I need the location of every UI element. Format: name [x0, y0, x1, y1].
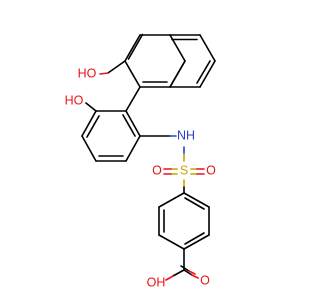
biaryl-bond	[125, 86, 141, 112]
bond	[165, 275, 174, 281]
bond-double-inner	[127, 33, 144, 60]
bond-shared	[169, 60, 186, 88]
bond-double-inner	[122, 114, 136, 137]
bond	[183, 234, 210, 250]
bond	[124, 34, 141, 62]
atom-label-oxygen-left: O	[152, 163, 162, 177]
bond-double-inner	[184, 197, 205, 210]
bond	[180, 265, 190, 272]
bond	[85, 102, 97, 112]
bond	[125, 110, 141, 137]
bond	[81, 135, 97, 162]
atom-label-nh: NH	[177, 128, 195, 142]
atom-label-oxygen-right: O	[206, 163, 216, 177]
bond	[158, 234, 185, 250]
bond	[191, 274, 199, 279]
bond	[188, 270, 196, 275]
atom-label-sulfur: S	[180, 163, 188, 177]
bond-double-inner	[196, 60, 211, 84]
bond	[172, 269, 185, 277]
atom-label-phenol-oh: HO	[65, 93, 84, 107]
bond	[81, 110, 97, 137]
bond	[183, 269, 193, 276]
molecule-structure-diagram: HO HO NH S O O OH O	[65, 33, 216, 289]
bond	[199, 60, 216, 88]
bond	[199, 34, 216, 62]
bond	[107, 60, 126, 74]
bond	[183, 192, 210, 208]
atom-label-naphthol-oh: HO	[78, 66, 97, 80]
atom-label-acid-oh: OH	[147, 275, 166, 289]
benzoic-acid-ring	[158, 192, 210, 250]
bond	[158, 192, 185, 208]
atom-label-acid-oxygen: O	[200, 273, 210, 287]
bond-double-inner	[86, 115, 100, 138]
phenol-ring	[81, 110, 141, 162]
naphthalene-right-ring	[169, 34, 216, 88]
bond	[99, 72, 109, 75]
bond	[124, 60, 141, 88]
bond	[125, 135, 141, 162]
bond-double-inner	[184, 232, 205, 245]
naphthalene-left-ring	[124, 33, 186, 88]
